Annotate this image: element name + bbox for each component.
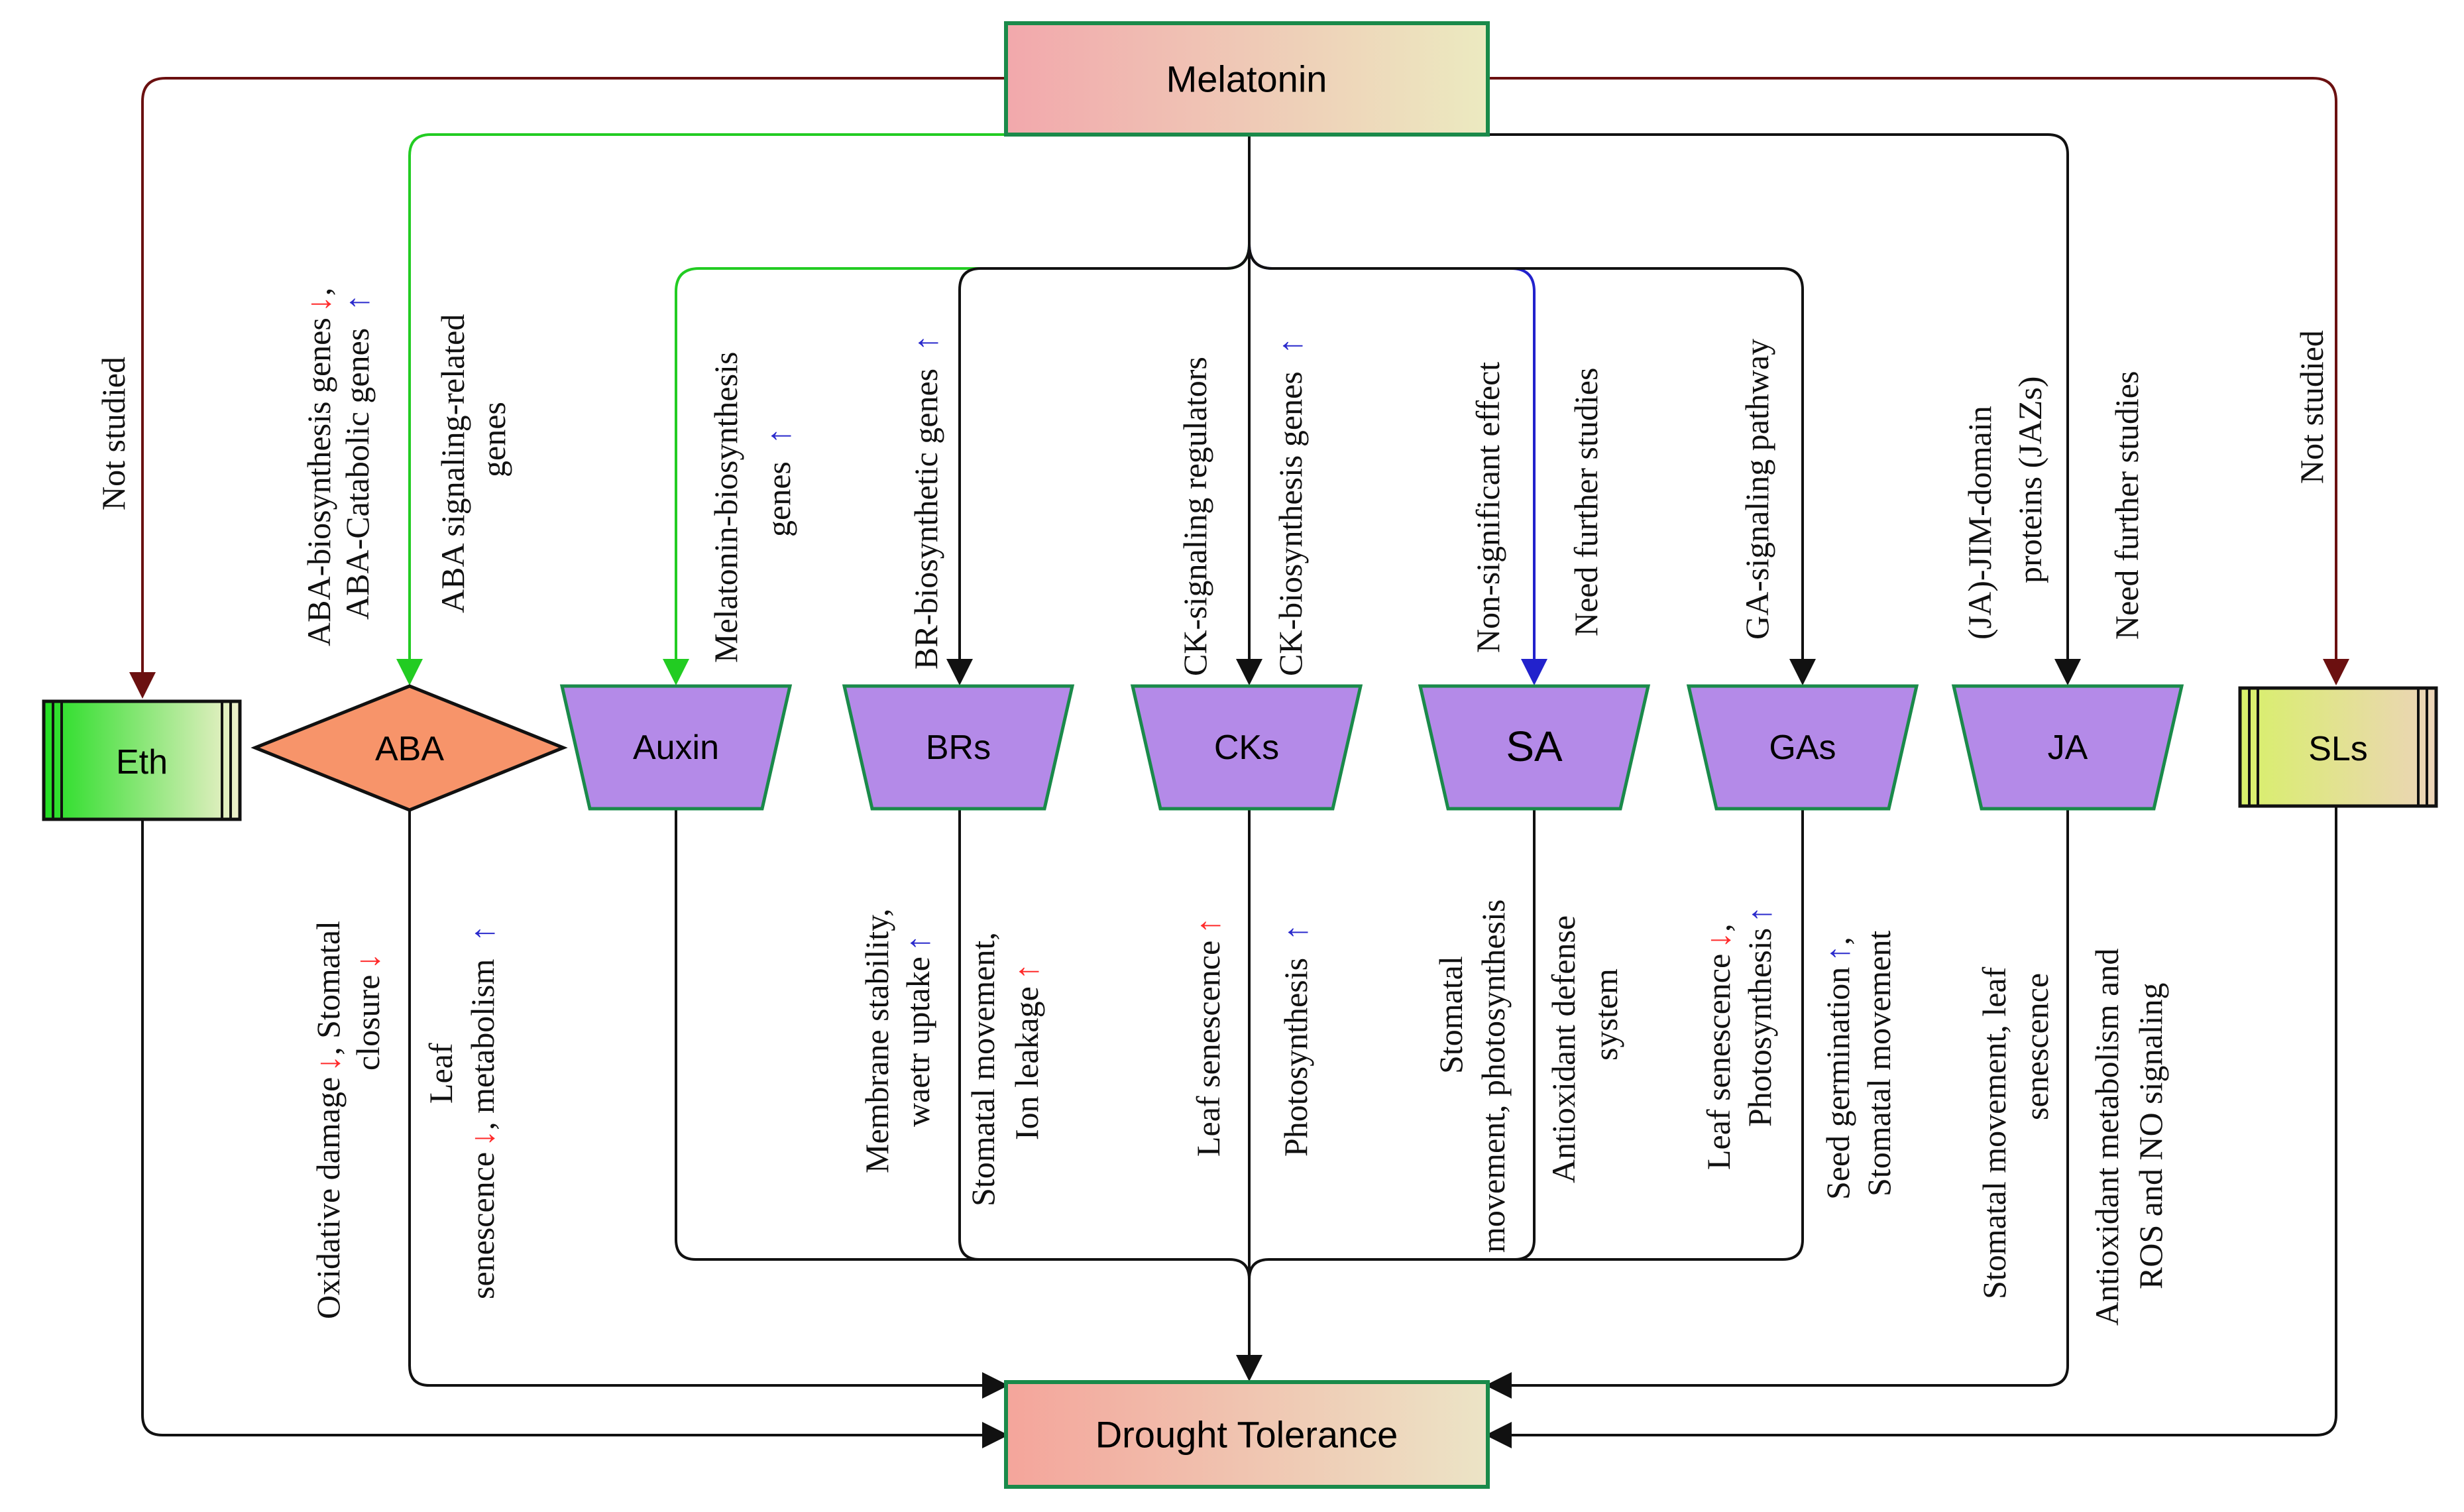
node-eth: Eth [42, 699, 242, 821]
drought-tolerance-label: Drought Tolerance [1095, 1414, 1398, 1456]
note-cks-biosynthesis: CK-biosynthesis genes↑ [1272, 337, 1309, 676]
connectors [129, 77, 2349, 1448]
note-ja-antioxidant: Antioxidant metabolism and [2088, 949, 2125, 1326]
note-cks-signaling: CK-signaling regulators [1176, 357, 1213, 676]
sa-label: SA [1506, 723, 1563, 770]
gas-label: GAs [1769, 728, 1836, 767]
aba-to-drought-line [408, 810, 1009, 1399]
melatonin-to-brs-line [946, 243, 1251, 685]
note-sa-movement: movement, photosynthesis [1475, 900, 1512, 1253]
note-brs-ion: Ion leakage↑ [1008, 963, 1045, 1140]
note-ja-stomatal: Stomatal movement, leaf [1976, 966, 2013, 1299]
note-sls-not-studied: Not studied [2293, 330, 2330, 484]
note-brs-membrane: Membrane stability, [858, 909, 895, 1173]
note-aba-closure: closure↓ [349, 953, 386, 1071]
node-cks: CKs [1130, 684, 1363, 811]
note-sa-stomatal: Stomatal [1432, 956, 1469, 1074]
eth-to-drought-line [141, 821, 1009, 1448]
note-gas-seed: Seed germination↑, [1819, 937, 1856, 1200]
sls-to-drought-line [1485, 807, 2337, 1448]
melatonin-to-aba-line [396, 133, 1006, 685]
note-aba-signaling-genes: genes [475, 402, 512, 477]
brs-label: BRs [926, 728, 991, 767]
note-cks-photosynthesis: Photosynthesis↑ [1277, 924, 1314, 1157]
node-sls: SLs [2238, 686, 2438, 808]
node-gas: GAs [1686, 684, 1919, 811]
note-sa-need-studies: Need further studies [1567, 368, 1604, 636]
note-gas-leaf: Leaf senescence↓, [1700, 923, 1737, 1170]
note-ja-need-studies: Need further studies [2108, 371, 2145, 640]
aba-label: ABA [375, 730, 444, 768]
note-aba-signaling: ABA signaling-related [434, 314, 471, 613]
node-aba: ABA [251, 684, 568, 812]
note-aba-oxidative: Oxidative damage↓, Stomatal [309, 921, 347, 1319]
auxin-label: Auxin [633, 728, 719, 767]
note-ja-senescence: senescence [2018, 973, 2055, 1120]
note-sa-antioxidant: Antioxidant defense [1545, 915, 1582, 1183]
sls-label: SLs [2308, 730, 2368, 768]
melatonin-to-sls-line [1488, 77, 2349, 685]
eth-label: Eth [116, 743, 168, 782]
top-notes: Not studied ABA-biosynthesis genes↓, ABA… [95, 288, 2330, 676]
ja-label: JA [2048, 728, 2088, 767]
note-cks-leaf: Leaf senescence↑ [1190, 917, 1227, 1157]
note-brs-biosynthetic: BR-biosynthetic genes↑ [907, 335, 944, 669]
melatonin-box: Melatonin [1004, 21, 1490, 137]
note-brs-stomatal: Stomatal movement, [964, 932, 1001, 1206]
sa-to-collector-line [1514, 809, 1536, 1261]
note-brs-water: waetr uptake↑ [899, 935, 936, 1127]
note-aba-leaf: Leaf [422, 1043, 459, 1104]
note-auxin-genes: genes↑ [760, 428, 797, 537]
note-gas-stomatal: Stomatal movement [1860, 931, 1897, 1196]
drought-tolerance-box: Drought Tolerance [1004, 1380, 1490, 1489]
melatonin-to-gas-line [1248, 243, 1816, 685]
node-brs: BRs [842, 684, 1075, 811]
ja-to-drought-line [1485, 809, 2069, 1399]
note-ja-jazs: proteins (JAZs) [2011, 377, 2048, 583]
melatonin-to-eth-line [129, 77, 1006, 699]
note-aba-senescence: senescence↓, metabolism↑ [464, 925, 501, 1299]
note-sa-non-significant: Non-significant effect [1469, 362, 1506, 653]
bottom-notes: Oxidative damage↓, Stomatal closure↓ Lea… [309, 900, 2169, 1326]
node-ja: JA [1951, 684, 2184, 811]
gas-to-collector-line [1248, 809, 1804, 1280]
auxin-to-collector-line [675, 809, 1251, 1280]
cks-label: CKs [1214, 728, 1279, 767]
node-auxin: Auxin [559, 684, 793, 811]
note-sa-system: system [1587, 968, 1624, 1061]
note-ja-ros: ROS and NO signaling [2132, 983, 2169, 1290]
melatonin-label: Melatonin [1166, 58, 1327, 100]
note-ja-jim-domain: (JA)-JIM-domain [1961, 406, 1998, 640]
melatonin-to-ja-line [1488, 133, 2081, 685]
note-auxin-melatonin-biosynthesis: Melatonin-biosynthesis [707, 352, 744, 663]
note-gas-photosynthesis: Photosynthesis↑ [1741, 906, 1778, 1127]
note-aba-catabolic: ABA-Catabolic genes↑ [339, 294, 376, 620]
note-aba-biosynthesis: ABA-biosynthesis genes↓, [300, 288, 337, 646]
node-sa: SA [1418, 684, 1651, 811]
note-gas-signaling: GA-signaling pathway [1738, 339, 1775, 640]
brs-to-collector-line [958, 809, 980, 1261]
note-eth-not-studied: Not studied [95, 357, 132, 510]
